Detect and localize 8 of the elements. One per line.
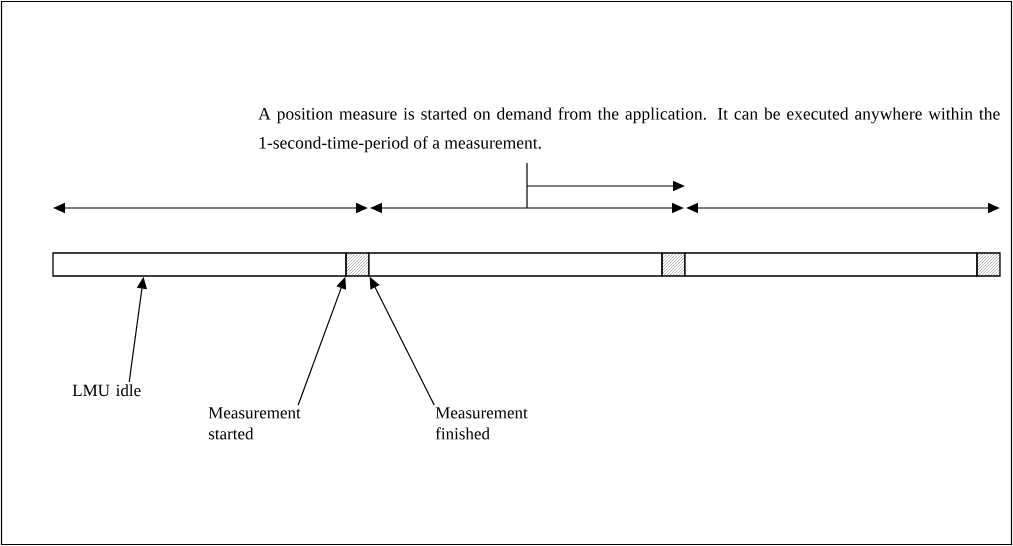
callout-text: Measurement finished [435,407,528,440]
bar-segment [368,252,663,277]
callout-text: Measurement started [208,407,301,440]
bar-segment [684,252,978,277]
callout-text: LMU idle [72,384,141,397]
bar-segment [52,252,347,277]
description-text: A position measure is started on demand from the application. It can be executed anywhere within the 1-second-time-period of a measurement. [258,107,1000,153]
measurement-block [976,252,1001,277]
